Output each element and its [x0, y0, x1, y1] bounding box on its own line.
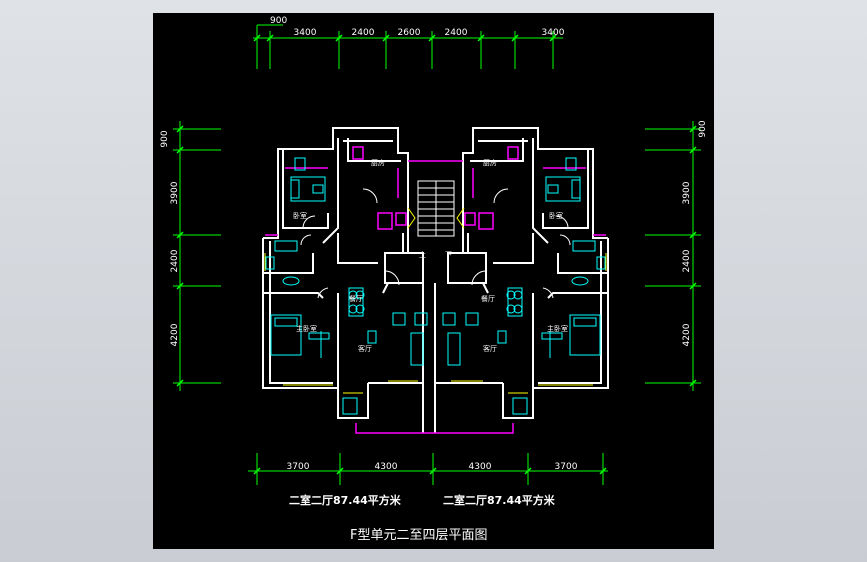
dim-bottom-4: 3700 — [555, 462, 578, 472]
dim-left-4: 4200 — [170, 323, 180, 346]
dim-bottom-3: 4300 — [469, 462, 492, 472]
room-master-left: 主卧室 — [296, 324, 317, 333]
room-bedroom-right: 卧室 — [549, 211, 563, 220]
dim-right-2: 3900 — [682, 181, 692, 204]
stair-down-label: 下 — [445, 251, 452, 259]
dim-right-4: 4200 — [682, 323, 692, 346]
room-kitchen-left: 厨房 — [371, 158, 385, 167]
windows — [264, 253, 607, 394]
dim-top-4: 2400 — [445, 28, 468, 38]
dim-top-2: 2400 — [352, 28, 375, 38]
dim-bottom-1: 3700 — [287, 462, 310, 472]
room-kitchen-right: 厨房 — [483, 158, 497, 167]
door-swings — [300, 188, 571, 299]
room-master-right: 主卧室 — [547, 324, 568, 333]
dim-top-3: 2600 — [398, 28, 421, 38]
walls — [262, 127, 609, 433]
room-dining-left: 餐厅 — [349, 294, 363, 303]
stairs — [417, 180, 455, 237]
stair-up-label: 上 — [419, 250, 426, 259]
dim-left-1: 900 — [160, 130, 170, 147]
dim-right-1: 900 — [698, 120, 708, 137]
dim-bottom-2: 4300 — [375, 462, 398, 472]
room-living-right: 客厅 — [483, 344, 497, 353]
dim-top-900: 900 — [270, 16, 287, 26]
dim-right-3: 2400 — [682, 249, 692, 272]
floor-plan-drawing: 900 3400 2400 2600 2400 3400 3700 4300 4… — [160, 16, 708, 543]
cad-viewport[interactable]: 900 3400 2400 2600 2400 3400 3700 4300 4… — [153, 13, 714, 549]
room-living-left: 客厅 — [358, 344, 372, 353]
drawing-title: F型单元二至四层平面图 — [350, 528, 487, 543]
dim-top-1: 3400 — [294, 28, 317, 38]
room-bedroom-left: 卧室 — [293, 211, 307, 220]
dim-top-5: 3400 — [542, 28, 565, 38]
dim-left-2: 3900 — [170, 181, 180, 204]
caption-right: 二室二厅87.44平方米 — [443, 493, 556, 507]
stair-railings — [407, 207, 465, 229]
caption-left: 二室二厅87.44平方米 — [289, 493, 402, 507]
dimension-lines — [173, 24, 701, 485]
room-dining-right: 餐厅 — [481, 294, 495, 303]
dim-left-3: 2400 — [170, 249, 180, 272]
fixtures-magenta — [265, 146, 606, 434]
furniture — [265, 157, 606, 415]
